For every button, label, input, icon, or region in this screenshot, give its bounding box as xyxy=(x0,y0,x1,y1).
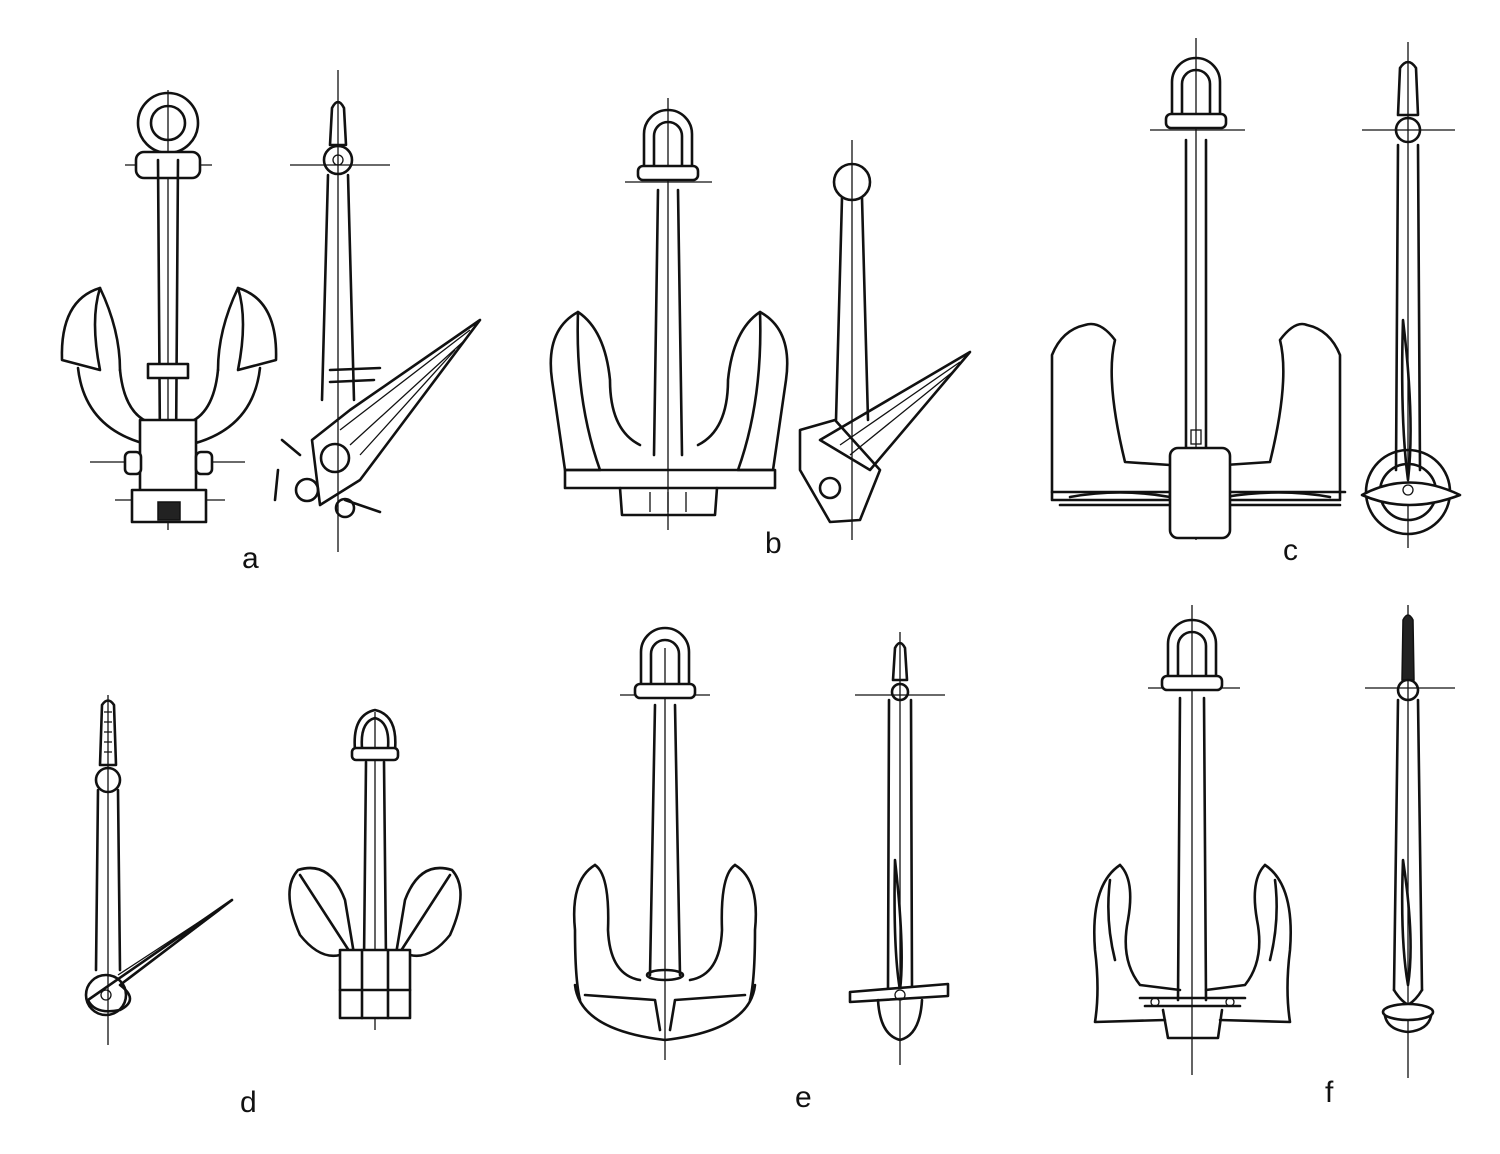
label-b: b xyxy=(765,527,782,560)
label-a: a xyxy=(242,542,259,575)
label-c: c xyxy=(1283,534,1298,567)
anchor-b-front-view xyxy=(549,98,789,530)
anchor-b-side-view xyxy=(798,140,972,540)
label-e: e xyxy=(795,1081,812,1114)
anchor-a: a xyxy=(60,70,482,575)
label-f: f xyxy=(1325,1076,1334,1109)
anchor-c-front-view xyxy=(1050,38,1347,540)
anchor-e-side-view xyxy=(848,632,950,1065)
anchor-b: b xyxy=(549,98,972,560)
anchor-f: f xyxy=(1093,605,1455,1109)
anchor-d-side-view xyxy=(84,695,234,1045)
anchor-c-side-view xyxy=(1360,42,1462,548)
anchor-d-front-view xyxy=(288,708,462,1030)
anchor-e: e xyxy=(572,626,950,1114)
label-d: d xyxy=(240,1086,257,1119)
anchor-e-front-view xyxy=(572,626,758,1060)
anchor-c: c xyxy=(1050,38,1462,567)
anchor-a-front-view xyxy=(60,90,278,530)
anchor-f-side-view xyxy=(1365,605,1455,1078)
anchor-a-side-view xyxy=(273,70,482,552)
anchor-d: d xyxy=(84,695,462,1119)
anchor-f-front-view xyxy=(1093,605,1292,1075)
